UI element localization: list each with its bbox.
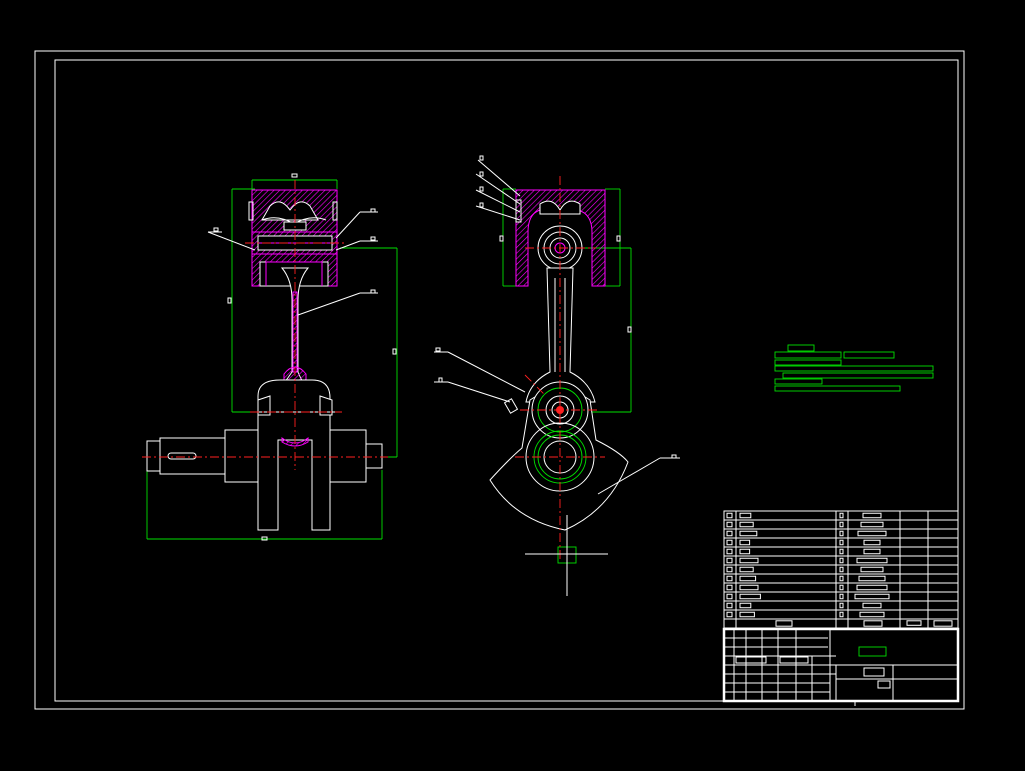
parts-list-item-name bbox=[739, 575, 757, 582]
sheet-frame bbox=[34, 50, 965, 710]
parts-list-item-material bbox=[860, 521, 884, 528]
technical-requirements bbox=[774, 344, 934, 392]
parts-list-item-qty bbox=[839, 611, 844, 618]
parts-list-item-qty bbox=[839, 566, 844, 573]
side-section-view bbox=[434, 155, 680, 596]
parts-list-header-cell bbox=[775, 620, 793, 627]
parts-list-item-qty bbox=[839, 548, 844, 555]
parts-list-item-name bbox=[739, 557, 759, 564]
piston-side bbox=[515, 189, 606, 287]
parts-list-item-number bbox=[726, 521, 733, 528]
parts-list-item-name bbox=[739, 512, 752, 519]
parts-list-item-material bbox=[860, 566, 884, 573]
parts-list-item-number bbox=[726, 539, 733, 546]
parts-list bbox=[723, 510, 959, 629]
parts-list-item-number bbox=[726, 530, 733, 537]
title-block bbox=[722, 627, 960, 706]
parts-list-item-name bbox=[739, 530, 758, 537]
rod-side bbox=[525, 267, 596, 403]
parts-list-item-name bbox=[739, 548, 751, 555]
parts-list-item-number bbox=[726, 566, 733, 573]
parts-list-item-name bbox=[739, 539, 751, 546]
parts-list-header-cell bbox=[933, 620, 953, 627]
front-leaders bbox=[207, 208, 378, 316]
parts-list-item-name bbox=[739, 611, 755, 618]
parts-list-item-number bbox=[726, 611, 733, 618]
parts-list-item-material bbox=[857, 530, 887, 537]
parts-list-item-name bbox=[739, 593, 761, 600]
parts-list-item-name bbox=[739, 602, 752, 609]
parts-list-item-material bbox=[854, 593, 890, 600]
parts-list-item-number bbox=[726, 575, 733, 582]
parts-list-item-name bbox=[739, 584, 759, 591]
parts-list-item-name bbox=[739, 521, 754, 528]
parts-list-item-qty bbox=[839, 575, 844, 582]
parts-list-item-qty bbox=[839, 539, 844, 546]
parts-list-item-qty bbox=[839, 593, 844, 600]
parts-list-item-number bbox=[726, 548, 733, 555]
front-section-view bbox=[142, 173, 398, 541]
parts-list-item-material bbox=[863, 539, 881, 546]
parts-list-item-material bbox=[858, 575, 886, 582]
crank-side bbox=[489, 381, 629, 564]
parts-list-item-qty bbox=[839, 521, 844, 528]
parts-list-item-number bbox=[726, 584, 733, 591]
parts-list-item-qty bbox=[839, 602, 844, 609]
parts-list-item-number bbox=[726, 602, 733, 609]
parts-list-item-qty bbox=[839, 530, 844, 537]
parts-list-item-name bbox=[739, 566, 754, 573]
parts-list-item-number bbox=[726, 593, 733, 600]
parts-list-item-material bbox=[862, 512, 882, 519]
side-centerlines bbox=[515, 176, 608, 596]
parts-list-item-qty bbox=[839, 584, 844, 591]
parts-list-header-cell bbox=[906, 620, 922, 626]
parts-list-header-cell bbox=[863, 620, 883, 627]
parts-list-item-material bbox=[856, 557, 888, 564]
parts-list-item-material bbox=[859, 611, 885, 618]
side-leaders bbox=[434, 155, 680, 495]
parts-list-item-number bbox=[726, 557, 733, 564]
front-centerlines bbox=[142, 180, 388, 470]
parts-list-item-qty bbox=[839, 512, 844, 519]
parts-list-item-qty bbox=[839, 557, 844, 564]
parts-list-item-material bbox=[862, 602, 882, 609]
crankshaft-front bbox=[146, 379, 383, 531]
parts-list-item-material bbox=[863, 548, 881, 555]
parts-list-item-material bbox=[856, 584, 888, 591]
parts-list-item-number bbox=[726, 512, 733, 519]
